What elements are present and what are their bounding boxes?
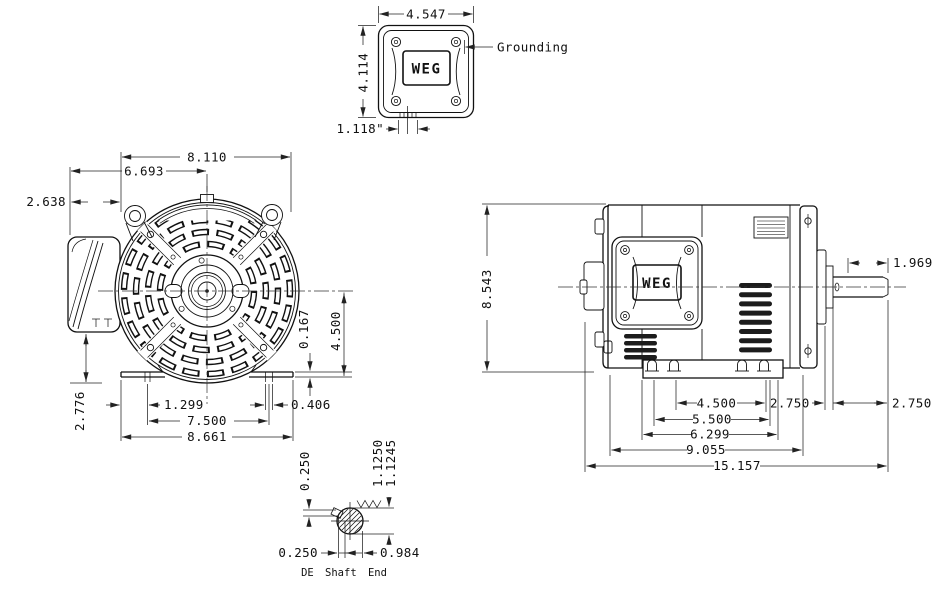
fan-cover-spokes bbox=[137, 221, 277, 361]
surface-finish-symbol bbox=[356, 499, 382, 509]
lifting-ears bbox=[124, 204, 283, 242]
dim-box-bottom: 2.776 bbox=[72, 391, 87, 431]
dim-flat-to-od: 0.984 bbox=[380, 545, 420, 560]
dim-body-length: 9.055 bbox=[686, 442, 726, 457]
base-plate bbox=[642, 359, 784, 379]
dim-base-width: 8.661 bbox=[187, 429, 227, 444]
conduit-knockout-marks bbox=[399, 106, 417, 134]
top-view-dimensions bbox=[358, 6, 493, 134]
shaft-detail: 0.250 1.1250 1.1245 0.250 0.984 DE Shaft… bbox=[278, 439, 419, 579]
dim-shaft-overhang: 2.750 bbox=[892, 396, 932, 411]
dim-shaft-dia-min: 1.1245 bbox=[383, 439, 398, 487]
dim-keyway-depth: 0.250 bbox=[297, 451, 312, 491]
dim-foot-slot-offset: 1.299 bbox=[164, 397, 204, 412]
side-terminal-box: WEG bbox=[611, 236, 703, 330]
dim-slot-width: 0.406 bbox=[291, 397, 331, 412]
dim-box-to-center: 6.693 bbox=[124, 164, 164, 179]
dim-top-width: 4.547 bbox=[406, 7, 446, 22]
weg-logo-text-side: WEG bbox=[642, 276, 672, 292]
dim-conduit-spacing: 1.118" bbox=[336, 121, 384, 136]
dim-shaft-dia-max: 1.1250 bbox=[370, 439, 385, 487]
dim-foot-slot-span: 7.500 bbox=[187, 413, 227, 428]
box-bottom-marks bbox=[92, 318, 112, 327]
dim-overall-width: 8.110 bbox=[187, 150, 227, 165]
shaft-detail-dimensions bbox=[303, 497, 394, 558]
dim-overall-length: 15.157 bbox=[713, 458, 761, 473]
side-view-dimensions bbox=[482, 203, 889, 472]
terminal-box-cover bbox=[377, 24, 475, 119]
dim-shaft-usable: 1.969 bbox=[893, 255, 933, 270]
front-view-dimensions bbox=[69, 152, 352, 441]
dim-foot-slot-spacing: 4.500 bbox=[697, 396, 737, 411]
mounting-feet-front bbox=[120, 364, 294, 382]
cover-screw bbox=[390, 95, 402, 107]
front-terminal-box bbox=[67, 236, 121, 333]
top-view-terminal-box: WEG 4.547 4.114 1.118" Grounding bbox=[336, 6, 568, 136]
weg-logo: WEG bbox=[402, 50, 451, 86]
cover-screw bbox=[390, 36, 402, 48]
dim-foot-spacing-outer: 5.500 bbox=[692, 412, 732, 427]
dim-top-height: 4.114 bbox=[356, 53, 371, 93]
weg-logo-side: WEG bbox=[632, 264, 682, 301]
dim-foot-thickness: 0.167 bbox=[296, 309, 311, 349]
nameplate bbox=[753, 216, 789, 239]
cover-screw bbox=[450, 95, 462, 107]
weg-logo-text: WEG bbox=[412, 62, 442, 78]
grounding-label: Grounding bbox=[497, 40, 568, 55]
dim-foot-to-shoulder: 2.750 bbox=[770, 396, 810, 411]
dim-base-length: 6.299 bbox=[690, 427, 730, 442]
dim-box-depth: 2.638 bbox=[26, 194, 66, 209]
front-view-fan-end: 8.110 6.693 2.638 2.776 1.299 0.406 7.50… bbox=[26, 150, 354, 444]
dim-shaft-height: 4.500 bbox=[328, 311, 343, 351]
grounding-screw bbox=[450, 36, 462, 48]
dim-keyway-width: 0.250 bbox=[278, 545, 318, 560]
side-view: WEG bbox=[479, 203, 933, 473]
dim-overall-height: 8.543 bbox=[479, 269, 494, 309]
keyway bbox=[330, 507, 344, 519]
body-vent-slots bbox=[624, 283, 772, 360]
shaft-detail-caption: DE Shaft End bbox=[301, 567, 387, 579]
